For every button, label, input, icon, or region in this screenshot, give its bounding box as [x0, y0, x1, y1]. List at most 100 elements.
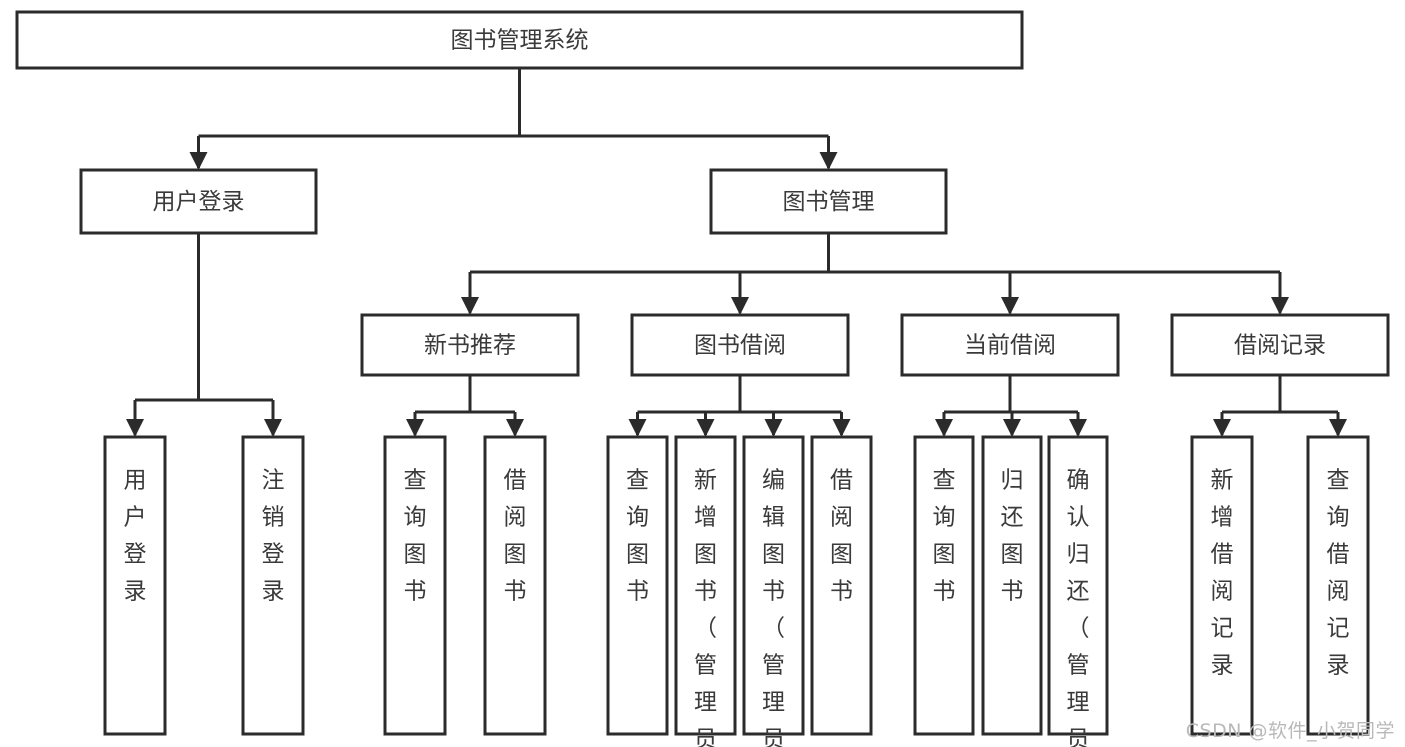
- node-label-char: 借: [830, 468, 853, 494]
- node-label-char: （: [694, 616, 717, 642]
- arrow-head-icon: [764, 419, 783, 437]
- node-label-char: 录: [124, 579, 147, 605]
- node-label-char: 书: [762, 579, 785, 605]
- node-label-char: 理: [762, 690, 785, 716]
- node-label-char: 还: [1001, 505, 1024, 531]
- node-box[interactable]: [15, 10, 1024, 70]
- arrow-head-icon: [461, 297, 479, 315]
- node-box[interactable]: [709, 168, 948, 235]
- node-label-char: 归: [1067, 542, 1090, 568]
- arrow-head-icon: [189, 152, 208, 170]
- node-label-char: 员: [1067, 727, 1090, 747]
- node-label-char: 询: [626, 505, 649, 531]
- node-new-book-recommend[interactable]: 新书推荐: [360, 313, 580, 377]
- node-user-login[interactable]: 用户登录: [79, 168, 318, 235]
- node-label-char: 图: [404, 542, 427, 568]
- arrow-head-icon: [1329, 419, 1347, 437]
- arrow-head-icon: [1003, 419, 1021, 437]
- node-box[interactable]: [1047, 435, 1109, 736]
- node-label-char: 书: [504, 579, 527, 605]
- node-label-char: 还: [1067, 579, 1090, 605]
- node-label-char: 确: [1067, 468, 1090, 494]
- node-box[interactable]: [913, 435, 975, 736]
- node-label-char: 录: [1327, 653, 1350, 679]
- node-box[interactable]: [483, 435, 547, 736]
- node-label-char: 记: [1327, 616, 1350, 642]
- node-book-management[interactable]: 图书管理: [709, 168, 948, 235]
- node-box[interactable]: [606, 435, 669, 736]
- node-borrow-record[interactable]: 借阅记录: [1170, 313, 1390, 377]
- arrow-head-icon: [506, 419, 524, 437]
- node-box[interactable]: [742, 435, 805, 736]
- node-box[interactable]: [900, 313, 1120, 377]
- node-label-char: 查: [404, 468, 427, 494]
- node-box[interactable]: [241, 435, 305, 736]
- node-label-char: 图: [830, 542, 853, 568]
- node-box[interactable]: [630, 313, 850, 377]
- node-label-char: 管: [694, 653, 717, 679]
- node-label-char: 借: [504, 468, 527, 494]
- node-label-char: 书: [1001, 579, 1024, 605]
- arrow-head-icon: [264, 419, 282, 437]
- node-box[interactable]: [383, 435, 447, 736]
- node-label-char: 理: [1067, 690, 1090, 716]
- node-leaf-user-login[interactable]: 用户登录: [103, 435, 167, 736]
- node-box[interactable]: [1190, 435, 1254, 736]
- node-label: 图书管理系统: [451, 28, 589, 54]
- node-label-char: 阅: [830, 505, 853, 531]
- node-box[interactable]: [1306, 435, 1370, 736]
- node-label-char: 管: [762, 653, 785, 679]
- node-box[interactable]: [810, 435, 873, 736]
- node-label-char: 查: [933, 468, 956, 494]
- node-label: 图书管理: [783, 189, 875, 215]
- node-box[interactable]: [103, 435, 167, 736]
- node-label-char: （: [1067, 616, 1090, 642]
- node-root[interactable]: 图书管理系统: [15, 10, 1024, 70]
- node-label-char: 图: [933, 542, 956, 568]
- node-box[interactable]: [360, 313, 580, 377]
- node-label-char: 询: [1327, 505, 1350, 531]
- node-label-char: 管: [1067, 653, 1090, 679]
- node-current-borrow[interactable]: 当前借阅: [900, 313, 1120, 377]
- node-box[interactable]: [981, 435, 1043, 736]
- connector-edges: [126, 68, 1347, 437]
- node-label-char: 阅: [1327, 579, 1350, 605]
- diagram-nodes: 图书管理系统用户登录图书管理新书推荐图书借阅当前借阅借阅记录用户登录注销登录查询…: [15, 10, 1390, 747]
- node-label-char: 借: [1327, 542, 1350, 568]
- node-label: 图书借阅: [694, 333, 786, 359]
- node-label-char: 注: [262, 468, 285, 494]
- node-label-char: 书: [694, 579, 717, 605]
- node-box[interactable]: [674, 435, 737, 736]
- node-label-char: 记: [1211, 616, 1234, 642]
- node-box[interactable]: [1170, 313, 1390, 377]
- node-label-char: 借: [1211, 542, 1234, 568]
- node-label-char: 询: [933, 505, 956, 531]
- node-label: 借阅记录: [1234, 333, 1326, 359]
- node-label-char: 录: [262, 579, 285, 605]
- node-label-char: 查: [1327, 468, 1350, 494]
- node-label-char: 用: [124, 468, 147, 494]
- node-label-char: 书: [404, 579, 427, 605]
- node-label-char: 录: [1211, 653, 1234, 679]
- node-box[interactable]: [79, 168, 318, 235]
- arrow-head-icon: [731, 297, 749, 315]
- node-label-char: 书: [830, 579, 853, 605]
- node-label-char: 书: [626, 579, 649, 605]
- node-label-char: 书: [933, 579, 956, 605]
- node-label-char: 图: [762, 542, 785, 568]
- node-label-char: 登: [262, 542, 285, 568]
- node-book-borrow[interactable]: 图书借阅: [630, 313, 850, 377]
